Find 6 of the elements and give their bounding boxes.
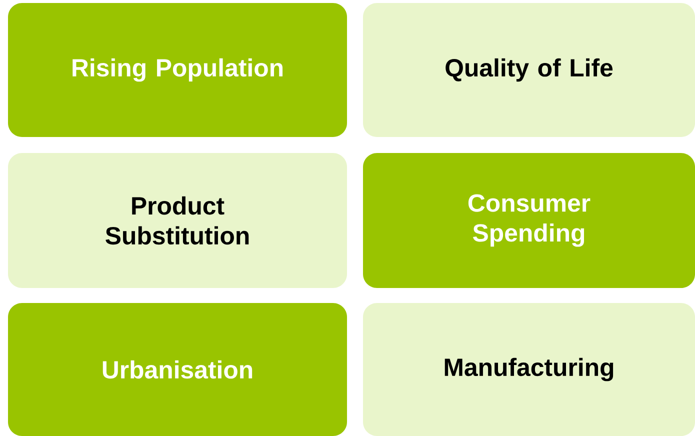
category-box: Manufacturing	[363, 303, 695, 436]
category-box: Consumer Spending	[363, 153, 695, 288]
category-box: Urbanisation	[8, 303, 347, 436]
category-box: Quality of Life	[363, 3, 695, 137]
category-box: Product Substitution	[8, 153, 347, 288]
category-box: Rising Population	[8, 3, 347, 137]
